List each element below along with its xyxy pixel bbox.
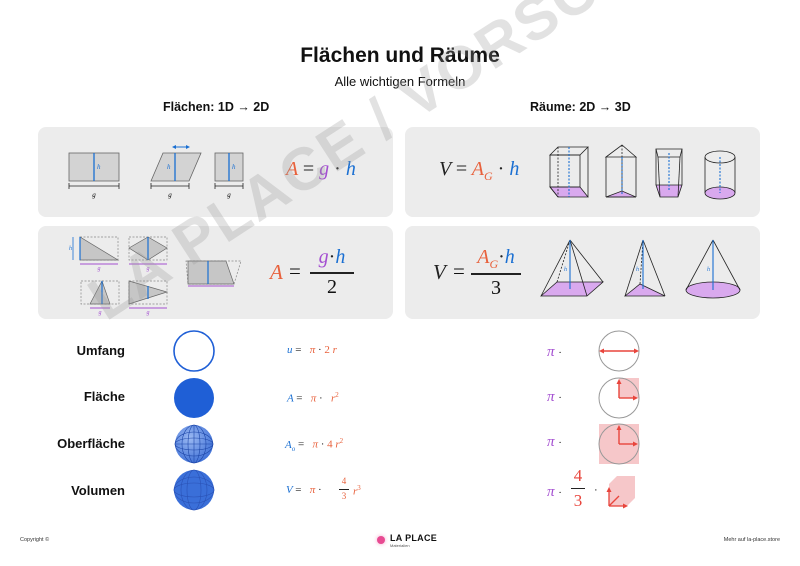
pi-volumen-dot: · xyxy=(594,484,598,496)
diameter-circle-icon xyxy=(598,330,640,372)
svg-text:h: h xyxy=(69,246,72,252)
radius-large-square-circle-icon xyxy=(598,423,640,465)
pi-row-oberflaeche: π · xyxy=(547,434,562,450)
svg-text:h: h xyxy=(232,163,236,171)
vol-pyr-denominator: 3 xyxy=(491,277,501,299)
panel-area-rect: g h g h g h A = g · h xyxy=(38,127,393,217)
radius-square-circle-icon xyxy=(598,377,640,419)
svg-text:g: g xyxy=(99,310,102,316)
footer-store-link[interactable]: Mehr auf la-place.store xyxy=(723,537,780,543)
page-subtitle: Alle wichtigen Formeln xyxy=(334,74,466,89)
footer-brand: LA PLACE xyxy=(390,533,438,543)
base-label: g xyxy=(92,191,96,199)
fraction-bar xyxy=(471,273,521,275)
prism-solids-diagram xyxy=(549,144,736,200)
svg-text:h: h xyxy=(636,267,639,273)
formula-umfang: u = π · 2 r xyxy=(287,344,337,356)
row-label-oberflaeche: Oberfläche xyxy=(57,436,125,451)
column-heading-areas: Flächen: 1D → 2D xyxy=(163,100,270,114)
outline-circle-icon xyxy=(173,330,215,372)
fraction-bar xyxy=(339,489,349,490)
column-heading-volumes: Räume: 2D → 3D xyxy=(530,100,631,114)
volumen-denominator: 3 xyxy=(341,491,347,501)
filled-disc-icon xyxy=(174,378,214,418)
pi-row-flaeche: π · xyxy=(547,389,562,405)
formula-volumen-lhs: V = π · xyxy=(286,484,322,496)
panel-area-triangle: g g g g h A = g·h 2 xyxy=(38,226,393,319)
fraction-bar xyxy=(310,272,354,274)
solid-sphere-icon xyxy=(173,469,215,511)
pi-volumen-numerator: 4 xyxy=(573,466,583,485)
formula-flaeche: A = π · r2 xyxy=(287,391,339,405)
row-label-umfang: Umfang xyxy=(76,343,125,358)
radius-cube-icon xyxy=(606,476,635,509)
volume-prism-formula: V = AG · h xyxy=(439,158,520,183)
area-tri-eq: = xyxy=(289,259,301,283)
radius-diagrams-column xyxy=(598,330,640,509)
pi-volumen-denominator: 3 xyxy=(573,491,583,510)
volumen-var: r3 xyxy=(353,484,361,498)
vol-pyr-lhs: V xyxy=(433,260,446,284)
footer-copyright: Copyright © xyxy=(20,537,50,543)
height-label: h xyxy=(97,163,101,171)
area-tri-numerator: g·h xyxy=(318,246,346,268)
svg-text:g: g xyxy=(98,266,101,272)
pi-row-umfang: π · xyxy=(547,344,562,360)
volumen-numerator: 4 xyxy=(341,476,347,486)
panel-volume-pyramid: V = AG·h 3 h h h xyxy=(405,226,760,319)
panel-volume-prism: V = AG · h xyxy=(405,127,760,217)
wireframe-sphere-icon xyxy=(174,424,214,464)
svg-text:h: h xyxy=(707,267,710,273)
triangle-trapezoid-diagram: g g g g h xyxy=(69,236,242,316)
svg-text:g: g xyxy=(168,191,172,199)
formula-oberflaeche: Ao = π · 4 r2 xyxy=(285,437,344,453)
pyramid-solids-diagram: h h h xyxy=(539,239,741,299)
footer-brand-sub: Materialien xyxy=(390,543,410,548)
page-title: Flächen und Räume xyxy=(300,44,500,67)
svg-text:g: g xyxy=(147,266,150,272)
fraction-bar xyxy=(571,488,585,490)
brand-logo-icon xyxy=(377,536,385,544)
pi-row-volumen: π · xyxy=(547,484,562,500)
svg-text:h: h xyxy=(167,163,171,171)
svg-text:h: h xyxy=(564,267,567,273)
svg-text:g: g xyxy=(147,310,150,316)
svg-text:g: g xyxy=(227,191,231,199)
area-rect-formula: A = g · h xyxy=(286,158,356,180)
row-label-flaeche: Fläche xyxy=(83,389,125,404)
vol-pyr-numerator: AG·h xyxy=(477,246,515,271)
row-label-volumen: Volumen xyxy=(71,483,125,498)
area-tri-denominator: 2 xyxy=(327,276,337,298)
circle-icons-column xyxy=(173,330,215,511)
rectangle-parallelogram-diagram: g h g h g h xyxy=(68,145,244,199)
area-tri-lhs: A xyxy=(270,260,283,284)
vol-pyr-eq: = xyxy=(453,259,465,283)
